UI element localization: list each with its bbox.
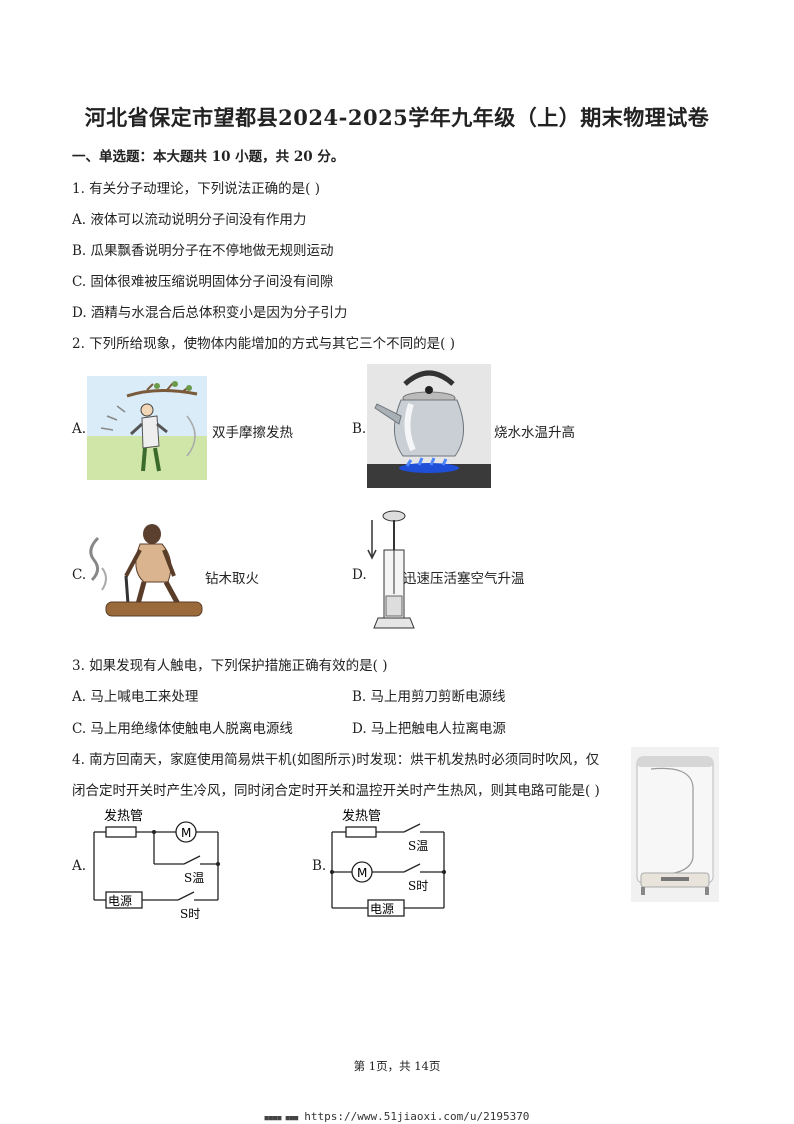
power-label-a: 电源 (108, 894, 132, 908)
timer-switch-label-a: S时 (180, 907, 200, 920)
wood-drilling-illustration (88, 520, 206, 628)
q2-option-b-letter: B. (352, 421, 367, 437)
motor-label-b: M (357, 866, 367, 880)
motor-label-a: M (181, 826, 191, 840)
q3-option-c: C. 马上用绝缘体使触电人脱离电源线 (72, 721, 293, 737)
wind-person-illustration (87, 376, 207, 484)
q1-option-b: B. 瓜果飘香说明分子在不停地做无规则运动 (72, 243, 334, 259)
power-label-b: 电源 (370, 902, 394, 916)
q4-option-a-letter: A. (72, 858, 87, 874)
q4-stem-line1: 4. 南方回南天，家庭使用简易烘干机(如图所示)时发现：烘干机发热时必须同时吹风… (72, 752, 600, 768)
dryer-cabinet-photo (631, 747, 719, 906)
piston-cylinder-diagram (366, 506, 416, 642)
watermark-url: https://www.51jiaoxi.com/u/2195370 (304, 1110, 530, 1123)
circuit-diagram-b: 发热管 S温 M S时 电源 (330, 808, 446, 917)
q2-option-d-letter: D. (352, 567, 367, 583)
q1-stem: 1. 有关分子动理论，下列说法正确的是( ) (72, 181, 320, 197)
section-heading: 一、单选题：本大题共 10 小题，共 20 分。 (72, 149, 345, 165)
q1-option-d: D. 酒精与水混合后总体积变小是因为分子引力 (72, 305, 348, 321)
watermark-logo-icon: ■■■■ ■■■ (264, 1114, 299, 1122)
timer-switch-label-b: S时 (408, 879, 428, 893)
page-footer: 第 1页，共 14页 (353, 1059, 441, 1073)
q4-stem-line2: 闭合定时开关时产生冷风，同时闭合定时开关和温控开关时产生热风，则其电路可能是( … (72, 783, 600, 799)
q2-option-c-text: 钻木取火 (205, 571, 259, 587)
q3-option-a: A. 马上喊电工来处理 (72, 689, 199, 705)
q2-option-d-text: 迅速压活塞空气升温 (403, 571, 525, 587)
heater-label-a: 发热管 (104, 808, 143, 824)
watermark: ■■■■ ■■■ https://www.51jiaoxi.com/u/21953… (0, 1110, 794, 1123)
heater-label-b: 发热管 (342, 808, 381, 824)
q3-stem: 3. 如果发现有人触电，下列保护措施正确有效的是( ) (72, 658, 388, 674)
q1-option-c: C. 固体很难被压缩说明固体分子间没有间隙 (72, 274, 334, 290)
temp-switch-label-b: S温 (408, 839, 428, 853)
q2-stem: 2. 下列所给现象，使物体内能增加的方式与其它三个不同的是( ) (72, 336, 455, 352)
q2-option-c-letter: C. (72, 567, 87, 583)
temp-switch-label-a: S温 (184, 871, 204, 885)
q4-option-b-letter: B. (312, 858, 327, 874)
q2-option-b-text: 烧水水温升高 (494, 425, 575, 441)
q3-option-b: B. 马上用剪刀剪断电源线 (352, 689, 506, 705)
q3-option-d: D. 马上把触电人拉离电源 (352, 721, 506, 737)
q1-option-a: A. 液体可以流动说明分子间没有作用力 (72, 212, 307, 228)
page-title: 河北省保定市望都县2024-2025学年九年级（上）期末物理试卷 (84, 105, 710, 130)
q2-option-a-letter: A. (72, 421, 87, 437)
circuit-diagram-a: 发热管 M S温 电源 S时 (93, 808, 220, 920)
q2-option-a-text: 双手摩擦发热 (212, 425, 293, 441)
kettle-on-stove-photo (367, 364, 491, 492)
